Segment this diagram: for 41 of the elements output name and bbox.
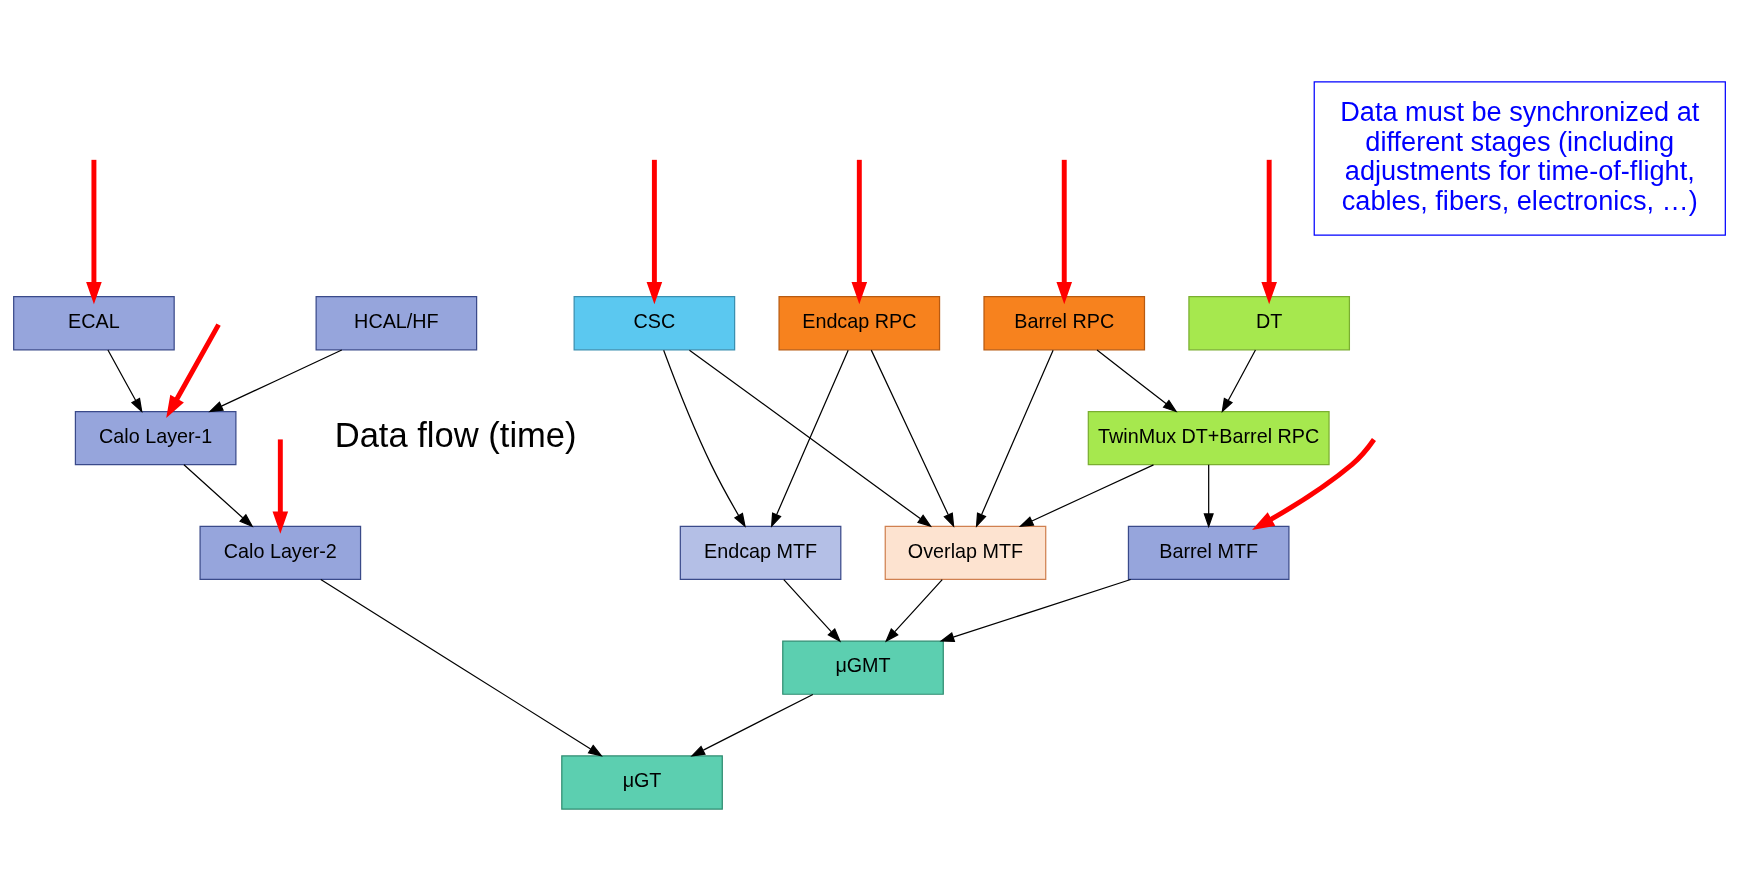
- arrow: [688, 349, 933, 527]
- arrow: [320, 578, 603, 757]
- arrow: [646, 159, 663, 304]
- arrow: [1252, 437, 1376, 530]
- arrow: [166, 322, 221, 418]
- arrow: [272, 438, 289, 534]
- arrow: [870, 349, 955, 528]
- arrow: [1096, 348, 1178, 413]
- arrow: [1018, 463, 1155, 527]
- node-box: DT: [1188, 295, 1351, 350]
- node-box: μGT: [561, 754, 723, 810]
- arrow: [783, 578, 842, 642]
- arrow: [1261, 159, 1277, 304]
- node-box: Barrel RPC: [983, 295, 1146, 350]
- node-box: μGMT: [782, 640, 944, 695]
- node-box: ECAL: [13, 295, 175, 350]
- arrow: [939, 578, 1132, 642]
- node-box: Calo Layer-2: [199, 525, 362, 580]
- node-box: HCAL/HF: [315, 295, 478, 350]
- arrow: [107, 348, 143, 413]
- arrow: [183, 463, 254, 527]
- arrow: [690, 693, 814, 757]
- arrow: [86, 159, 102, 304]
- node-box: Calo Layer-1: [74, 410, 237, 465]
- arrow: [208, 348, 343, 412]
- arrow: [1056, 159, 1073, 304]
- node-box: Endcap RPC: [778, 295, 941, 350]
- node-box: Endcap MTF: [679, 525, 842, 580]
- arrow: [975, 349, 1054, 528]
- arrow: [770, 349, 849, 528]
- node-box: Data must be synchronized at different stages (including adjustments for time-of-flight, cables, fibers, electronics, …): [1313, 80, 1726, 236]
- label: Data flow (time): [334, 415, 577, 454]
- arrow: [1203, 463, 1214, 528]
- arrow: [663, 349, 746, 528]
- arrow: [1221, 348, 1257, 413]
- node-box: CSC: [573, 295, 736, 350]
- node-box: TwinMux DT+Barrel RPC: [1087, 410, 1330, 465]
- arrow: [851, 159, 868, 304]
- node-box: Barrel MTF: [1127, 525, 1290, 580]
- node-box: Overlap MTF: [884, 525, 1047, 580]
- arrow: [884, 578, 943, 642]
